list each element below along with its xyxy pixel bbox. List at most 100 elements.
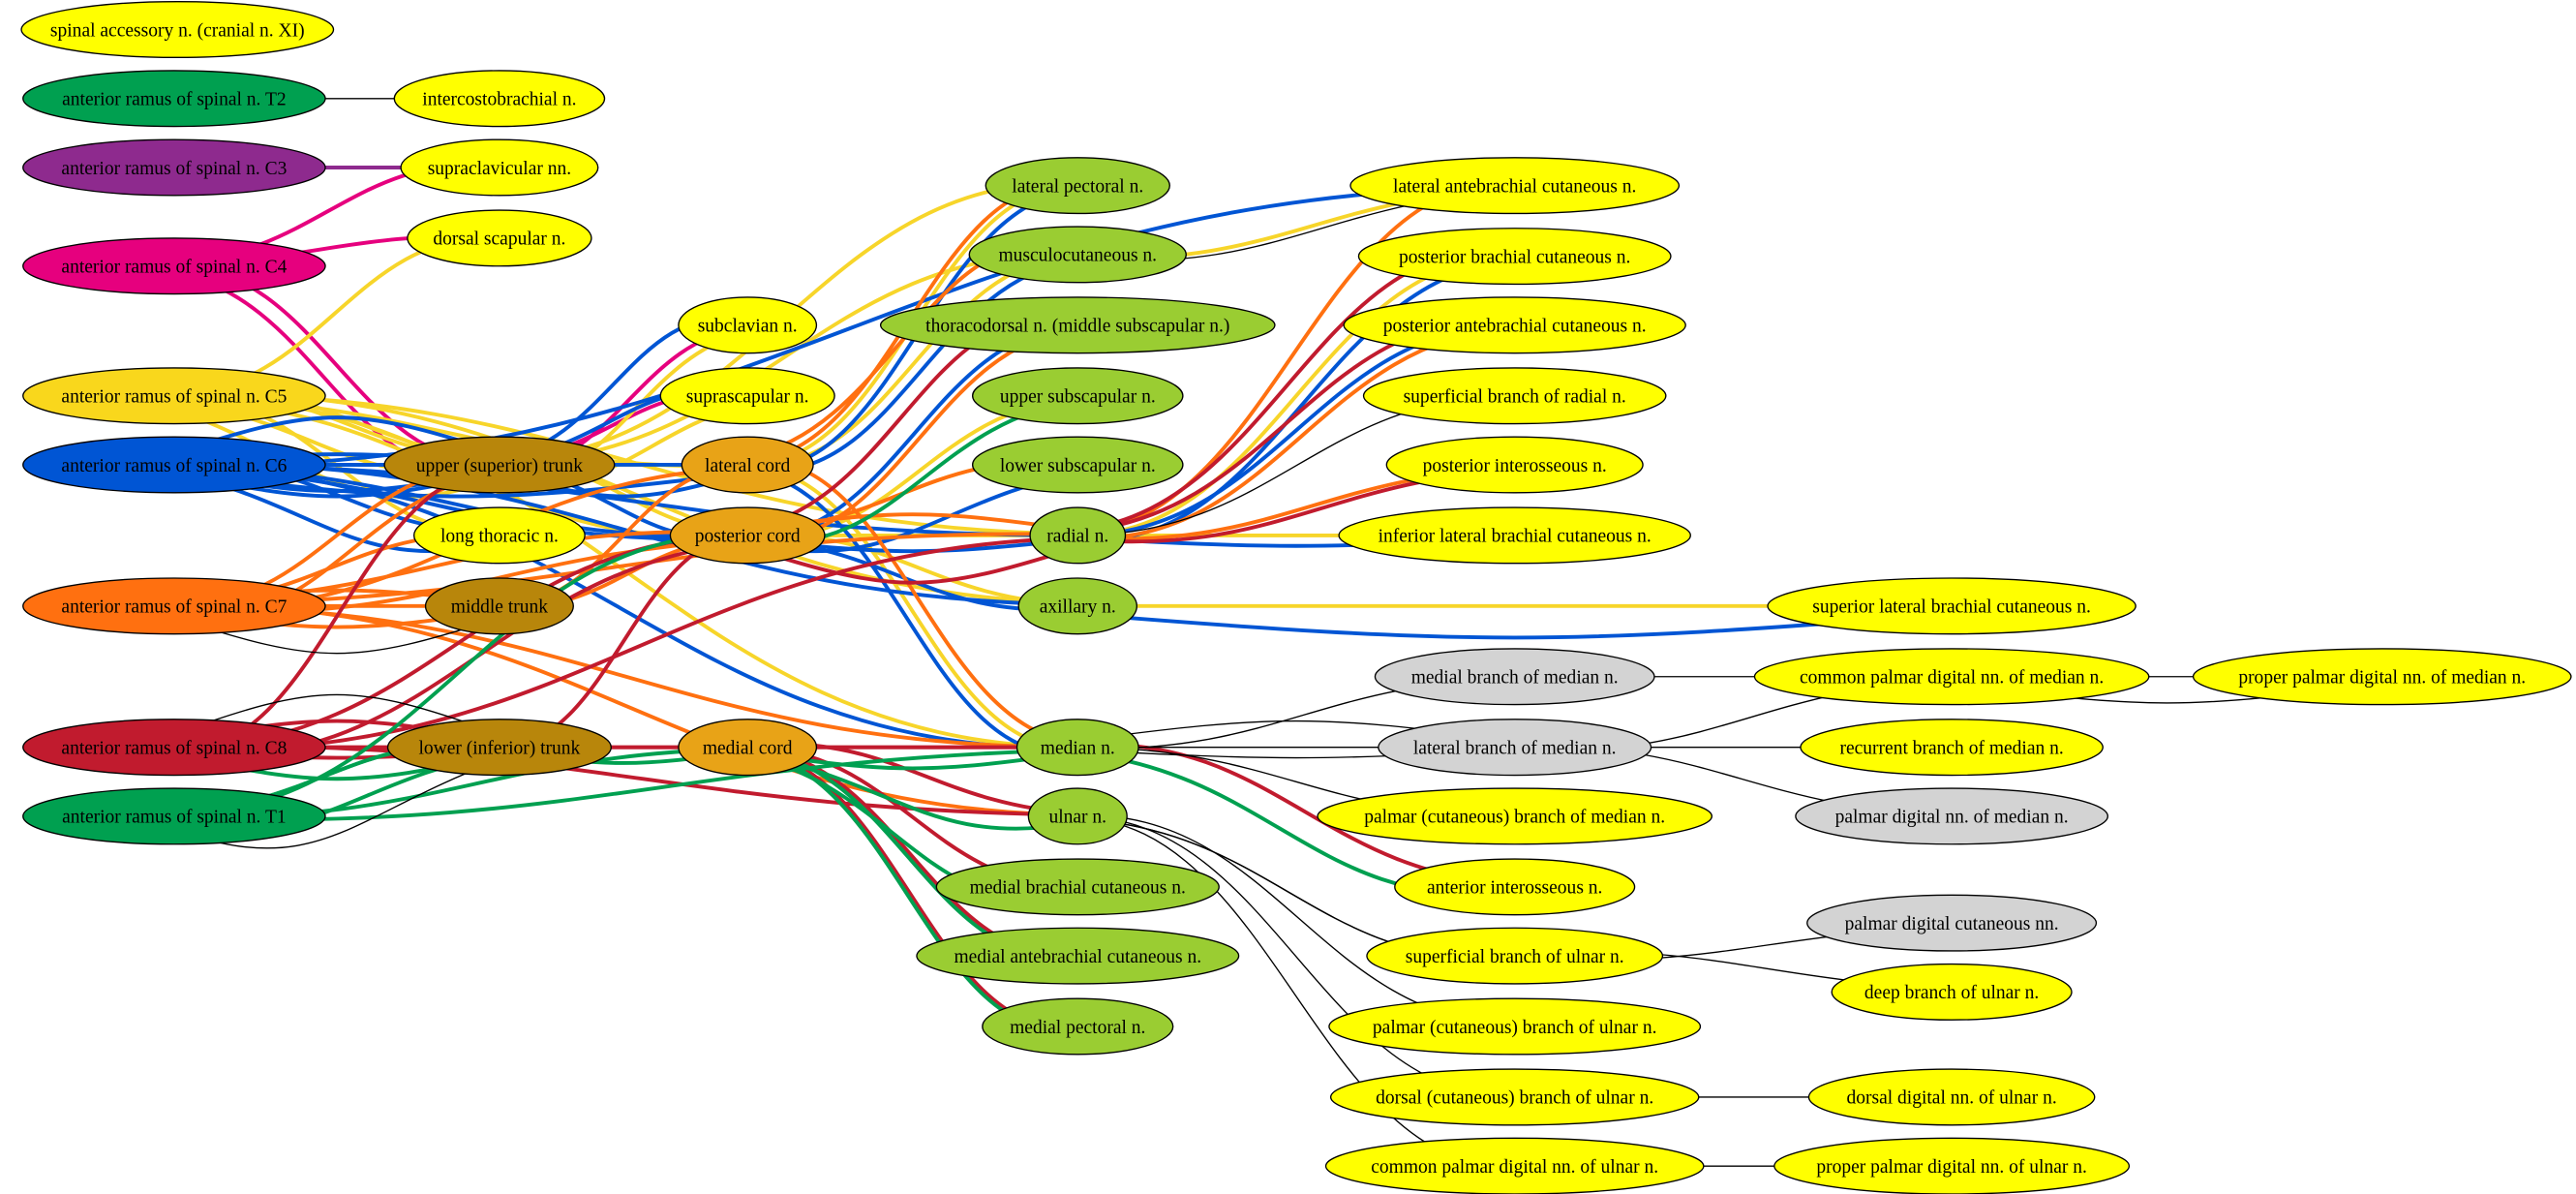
node-rad[interactable]: radial n. [1029,506,1127,565]
node-cpdm[interactable]: common palmar digital nn. of median n. [1753,648,2150,706]
node-lac[interactable]: lateral antebrachial cutaneous n. [1349,157,1681,215]
node-ellipse [2192,648,2572,706]
node-label: lower (inferior) trunk [418,738,580,758]
node-T2[interactable]: anterior ramus of spinal n. T2 [22,70,326,128]
edge-c6-C6-med [171,464,1080,751]
node-lth[interactable]: long thoracic n. [412,506,586,565]
node-label: proper palmar digital nn. of median n. [2238,668,2526,689]
node-ellipse [1366,927,1664,985]
node-med[interactable]: median n. [1015,719,1139,777]
node-pdm[interactable]: palmar digital nn. of median n. [1795,787,2109,845]
node-mpec[interactable]: medial pectoral n. [982,997,1174,1056]
node-pdc[interactable]: palmar digital cutaneous nn. [1806,894,2098,952]
node-slbc[interactable]: superior lateral brachial cutaneous n. [1767,577,2137,635]
edge-c8-C8-rad [171,536,1080,752]
node-label: anterior ramus of spinal n. T2 [62,90,286,110]
node-ellipse [678,296,818,354]
node-pbc[interactable]: posterior brachial cutaneous n. [1357,228,1672,286]
node-lss[interactable]: lower subscapular n. [971,436,1184,494]
node-label: palmar digital cutaneous nn. [1845,914,2059,934]
node-C3[interactable]: anterior ramus of spinal n. C3 [22,138,326,197]
node-ellipse [407,209,592,267]
node-label: dorsal digital nn. of ulnar n. [1846,1088,2056,1109]
node-pin[interactable]: posterior interosseous n. [1385,436,1644,494]
node-subcl[interactable]: subclavian n. [678,296,818,354]
node-C5[interactable]: anterior ramus of spinal n. C5 [22,367,326,425]
node-label: anterior ramus of spinal n. C3 [61,159,287,179]
node-mbc[interactable]: medial brachial cutaneous n. [935,858,1220,916]
edge-c6-C6-ut [171,415,501,455]
node-label: medial antebrachial cutaneous n. [954,947,1201,967]
node-ellipse [1017,577,1138,635]
node-C8[interactable]: anterior ramus of spinal n. C8 [22,719,326,777]
node-ellipse [968,226,1187,284]
nodes-layer: spinal accessory n. (cranial n. XI) anter… [20,1,2572,1194]
node-ellipse [1374,648,1655,706]
node-ellipse [985,157,1170,215]
node-label: posterior brachial cutaneous n. [1399,247,1630,267]
node-musc[interactable]: musculocutaneous n. [968,226,1187,284]
node-sbu[interactable]: superficial branch of ulnar n. [1366,927,1664,985]
node-ellipse [1767,577,2137,635]
node-C7[interactable]: anterior ramus of spinal n. C7 [22,577,326,635]
node-supsc[interactable]: suprascapular n. [659,367,835,425]
node-ddu[interactable]: dorsal digital nn. of ulnar n. [1807,1068,2096,1126]
node-ellipse [1753,648,2150,706]
node-mbm[interactable]: medial branch of median n. [1374,648,1655,706]
node-ellipse [424,577,574,635]
node-lpec[interactable]: lateral pectoral n. [985,157,1170,215]
node-label: anterior ramus of spinal n. T1 [62,808,286,828]
node-ilbc[interactable]: inferior lateral brachial cutaneous n. [1338,506,1691,565]
node-ellipse [879,296,1276,354]
node-ppdm[interactable]: proper palmar digital nn. of median n. [2192,648,2572,706]
node-mc[interactable]: medial cord [678,719,818,777]
node-XI[interactable]: spinal accessory n. (cranial n. XI) [20,1,335,59]
node-lbm[interactable]: lateral branch of median n. [1378,719,1652,777]
edge-c8-mc-mac [745,747,1080,960]
node-dcbu[interactable]: dorsal (cutaneous) branch of ulnar n. [1329,1068,1700,1126]
node-icb[interactable]: intercostobrachial n. [393,70,606,128]
node-ellipse [1806,894,2098,952]
node-label: suprascapular n. [686,387,809,408]
node-supcl[interactable]: supraclavicular nn. [400,138,599,197]
node-ain[interactable]: anterior interosseous n. [1394,858,1636,916]
node-label: superficial branch of ulnar n. [1406,947,1624,967]
node-pcbu[interactable]: palmar (cutaneous) branch of ulnar n. [1328,997,1702,1056]
node-lt[interactable]: lower (inferior) trunk [386,719,612,777]
node-sbr[interactable]: superficial branch of radial n. [1362,367,1667,425]
node-uss[interactable]: upper subscapular n. [971,367,1184,425]
node-ellipse [678,719,818,777]
node-uln[interactable]: ulnar n. [1027,787,1128,845]
node-axi[interactable]: axillary n. [1017,577,1138,635]
node-dscap[interactable]: dorsal scapular n. [407,209,592,267]
node-pcbm[interactable]: palmar (cutaneous) branch of median n. [1317,787,1713,845]
node-pc[interactable]: posterior cord [669,506,826,565]
node-cpdu[interactable]: common palmar digital nn. of ulnar n. [1324,1137,1705,1194]
node-mt[interactable]: middle trunk [424,577,574,635]
node-ellipse [1357,228,1672,286]
node-label: axillary n. [1040,597,1116,618]
node-label: supraclavicular nn. [428,159,571,179]
node-mac[interactable]: medial antebrachial cutaneous n. [916,927,1240,985]
node-dbu[interactable]: deep branch of ulnar n. [1831,963,2073,1021]
node-ellipse [1015,719,1139,777]
node-C6[interactable]: anterior ramus of spinal n. C6 [22,436,326,494]
node-ut[interactable]: upper (superior) trunk [383,436,616,494]
node-pac[interactable]: posterior antebrachial cutaneous n. [1343,296,1686,354]
node-lc[interactable]: lateral cord [681,436,814,494]
node-label: superior lateral brachial cutaneous n. [1812,597,2091,618]
node-ellipse [1773,1137,2131,1194]
node-ellipse [1362,367,1667,425]
node-label: median n. [1041,738,1115,758]
node-T1[interactable]: anterior ramus of spinal n. T1 [22,787,326,845]
node-rbm[interactable]: recurrent branch of median n. [1800,719,2104,777]
node-ellipse [22,719,326,777]
node-thd[interactable]: thoracodorsal n. (middle subscapular n.) [879,296,1276,354]
node-label: upper subscapular n. [1000,387,1156,408]
node-ellipse [971,367,1184,425]
node-ellipse [916,927,1240,985]
node-ppdu[interactable]: proper palmar digital nn. of ulnar n. [1773,1137,2131,1194]
node-ellipse [1343,296,1686,354]
node-C4[interactable]: anterior ramus of spinal n. C4 [22,237,326,295]
node-label: posterior interosseous n. [1423,456,1607,476]
